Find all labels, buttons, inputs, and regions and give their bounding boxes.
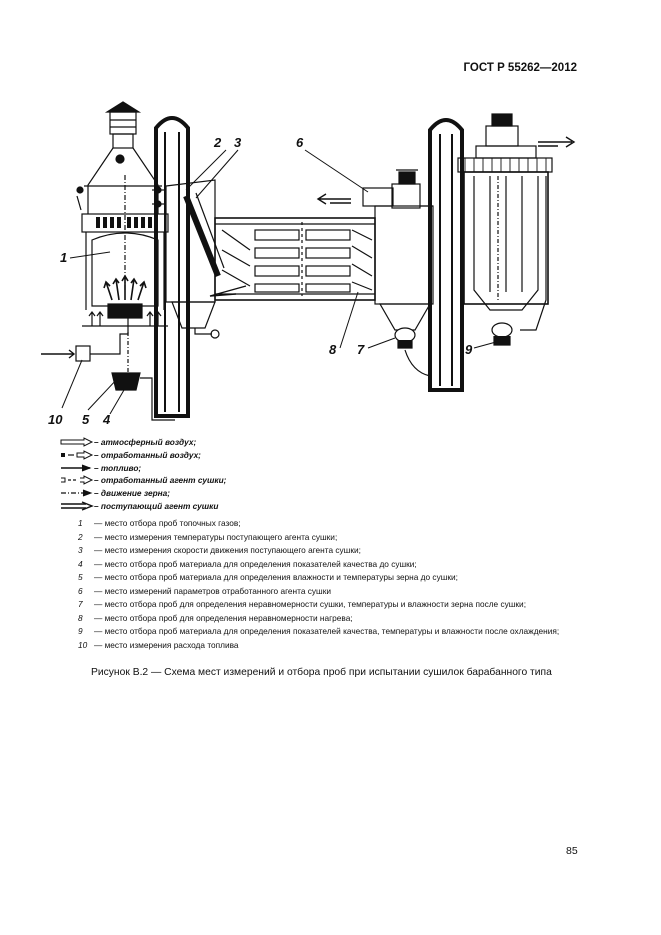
item-text: — место отбора проб для определения нера… (94, 612, 353, 623)
legend-row: – атмосферный воздух; (60, 436, 226, 449)
item-number: 9 (78, 626, 83, 637)
item-number: 3 (78, 545, 83, 556)
description-item: 8 — место отбора проб для определения нер… (78, 612, 559, 626)
furnace (41, 101, 175, 421)
drum-dryer-diagram: 1 2 3 4 5 6 7 8 9 10 (41, 101, 576, 427)
legend-label: – атмосферный воздух; (94, 437, 197, 448)
legend-row: – отработанный агент сушки; (60, 474, 226, 487)
item-number: 4 (78, 558, 83, 569)
item-text: — место отбора проб материала для опреде… (94, 572, 458, 583)
description-item: 1 — место отбора проб топочных газов; (78, 517, 559, 531)
legend-label: – движение зерна; (94, 488, 171, 499)
item-number: 10 (78, 639, 88, 650)
item-text: — место измерения расхода топлива (94, 639, 239, 650)
item-number: 2 (78, 531, 83, 542)
legend-label: – отработанный агент сушки; (94, 475, 227, 486)
item-text: — место отбора проб топочных газов; (94, 518, 241, 528)
description-item: 5 — место отбора проб материала для опред… (78, 571, 559, 585)
item-number: 6 (78, 585, 83, 596)
description-item: 3 — место измерения скорости движения пос… (78, 544, 559, 558)
legend-label: – отработанный воздух; (94, 450, 201, 461)
callout-6: 6 (296, 135, 304, 150)
item-number: 7 (78, 599, 83, 610)
discharge-chamber (316, 169, 434, 349)
item-text: — место измерения температуры поступающе… (94, 531, 338, 542)
figure-caption: Рисунок В.2 — Схема мест измерений и отб… (91, 667, 552, 678)
legend-label: – поступающий агент сушки (94, 500, 219, 511)
bucket-elevator-left (154, 116, 190, 418)
flow-legend: – атмосферный воздух; – отработанный воз… (60, 436, 226, 512)
line-arrow-icon (61, 464, 92, 472)
description-item: 7 — место отбора проб для определения нер… (78, 598, 559, 612)
double-arrow-icon (61, 501, 94, 511)
callout-9: 9 (465, 342, 473, 357)
item-text: — место отбора проб для определения нера… (94, 599, 527, 610)
callout-leaders (61, 149, 497, 415)
callout-2: 2 (213, 135, 222, 150)
page-number: 85 (566, 845, 578, 857)
hollow-arrow-icon (60, 437, 94, 448)
dashed-split-arrow-icon (61, 475, 94, 486)
callout-3: 3 (234, 135, 242, 150)
legend-row: – отработанный воздух; (60, 449, 226, 462)
description-item: 6 — место измерений параметров отработанн… (78, 585, 559, 599)
legend-row: – топливо; (60, 461, 226, 474)
dryer-drum (209, 217, 376, 301)
callout-5: 5 (82, 412, 90, 427)
legend-row: – поступающий агент сушки (60, 499, 226, 512)
item-number: 5 (78, 572, 83, 583)
mixing-chamber (152, 179, 225, 339)
item-number: 1 (78, 518, 83, 528)
description-item: 10 — место измерения расхода топлива (78, 639, 559, 653)
callout-10: 10 (48, 412, 63, 427)
description-item: 4 — место отбора проб материала для опред… (78, 558, 559, 572)
description-item: 2 — место измерения температуры поступающ… (78, 531, 559, 545)
item-text: — место отбора проб материала для опреде… (94, 626, 560, 637)
item-number: 8 (78, 612, 83, 623)
bucket-elevator-middle (404, 118, 464, 392)
legend-label: – топливо; (94, 462, 142, 473)
callout-8: 8 (329, 342, 337, 357)
split-hollow-arrow-icon (61, 450, 94, 460)
legend-row: – движение зерна; (60, 487, 226, 500)
callout-labels: 1 2 3 4 5 6 7 8 9 10 (48, 135, 473, 427)
item-text: — место измерения скорости движения пост… (94, 545, 361, 556)
dash-dot-arrow-icon (61, 489, 93, 497)
description-item: 9 — место отбора проб материала для опред… (78, 625, 559, 639)
callout-4: 4 (102, 412, 111, 427)
callout-1: 1 (60, 250, 67, 265)
callout-7: 7 (357, 342, 365, 357)
item-text: — место отбора проб материала для опреде… (94, 558, 417, 569)
document-standard-number: ГОСТ Р 55262—2012 (463, 62, 577, 74)
callout-descriptions: 1 — место отбора проб топочных газов; 2 — … (78, 517, 559, 652)
item-text: — место измерений параметров отработанно… (94, 585, 331, 596)
cooler (457, 113, 576, 346)
